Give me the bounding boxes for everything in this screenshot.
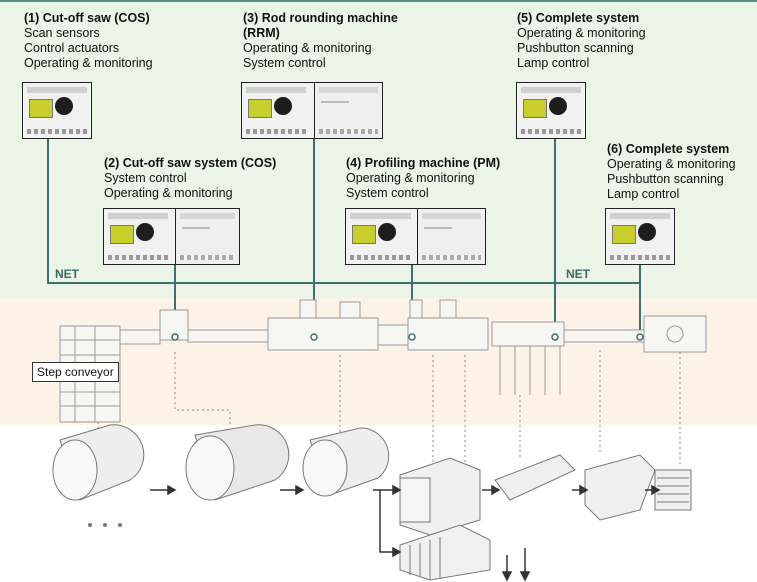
rrm3-line-1: Operating & monitoring — [243, 41, 372, 55]
top-border — [0, 0, 757, 2]
expansion-module — [417, 209, 485, 264]
complete6-title: (6) Complete system — [607, 142, 730, 156]
splitter-unit — [491, 321, 565, 347]
dial-icon — [549, 97, 567, 115]
label-rod-rounding-machine-3: (3) Rod rounding machine (RRM) Operating… — [243, 11, 398, 71]
split-profiles — [399, 524, 491, 581]
label-complete-system-6: (6) Complete system Operating & monitori… — [607, 142, 736, 202]
controller-device-1 — [22, 82, 92, 139]
net-line-main — [47, 139, 641, 284]
net-label-left: NET — [55, 267, 79, 281]
profile-piece — [584, 454, 656, 521]
controller-device-2 — [103, 208, 240, 265]
cos1-line-3: Operating & monitoring — [24, 56, 153, 70]
cos1-title: (1) Cut-off saw (COS) — [24, 11, 150, 25]
complete6-line-3: Lamp control — [607, 187, 680, 201]
expansion-module — [175, 209, 239, 264]
flow-arrows — [150, 484, 661, 582]
label-cut-off-saw-1: (1) Cut-off saw (COS) Scan sensors Contr… — [24, 11, 153, 71]
lcd-display — [523, 99, 547, 118]
cos1-line-1: Scan sensors — [24, 26, 100, 40]
controller-device-3 — [241, 82, 383, 139]
dial-icon — [638, 223, 656, 241]
expansion-module — [314, 83, 382, 138]
guide-lines — [97, 350, 681, 470]
dial-icon — [378, 223, 396, 241]
lcd-display — [110, 225, 134, 244]
complete6-line-1: Operating & monitoring — [607, 157, 736, 171]
cos2-title: (2) Cut-off saw system (COS) — [104, 156, 277, 170]
rrm3-line-2: System control — [243, 56, 326, 70]
workpieces — [52, 424, 692, 581]
lcd-display — [29, 99, 53, 118]
label-cut-off-saw-system-2: (2) Cut-off saw system (COS) System cont… — [104, 156, 276, 201]
complete5-line-3: Lamp control — [517, 56, 590, 70]
pm4-title: (4) Profiling machine (PM) — [346, 156, 501, 170]
machine-line — [59, 299, 707, 423]
dial-icon — [55, 97, 73, 115]
controller-device-5 — [516, 82, 586, 139]
cos2-line-2: Operating & monitoring — [104, 186, 233, 200]
dial-icon — [274, 97, 292, 115]
lcd-display — [612, 225, 636, 244]
conveyor-wheels — [88, 523, 122, 527]
net-label-right: NET — [566, 267, 590, 281]
complete5-line-1: Operating & monitoring — [517, 26, 646, 40]
rod-rounding-unit — [267, 317, 379, 351]
label-profiling-machine-4: (4) Profiling machine (PM) Operating & m… — [346, 156, 500, 201]
complete5-title: (5) Complete system — [517, 11, 640, 25]
controller-device-6 — [605, 208, 675, 265]
pm4-line-2: System control — [346, 186, 429, 200]
lcd-display — [352, 225, 376, 244]
board-1 — [494, 454, 576, 501]
pm4-line-1: Operating & monitoring — [346, 171, 475, 185]
cos2-line-1: System control — [104, 171, 187, 185]
complete5-line-2: Pushbutton scanning — [517, 41, 634, 55]
cos1-line-2: Control actuators — [24, 41, 120, 55]
rrm3-title: (3) Rod rounding machine — [243, 11, 398, 25]
controller-device-4 — [345, 208, 486, 265]
dial-icon — [136, 223, 154, 241]
stacked-boards — [654, 469, 692, 511]
step-conveyor-label: Step conveyor — [32, 362, 119, 382]
profiling-unit — [407, 317, 489, 351]
complete6-line-2: Pushbutton scanning — [607, 172, 724, 186]
label-complete-system-5: (5) Complete system Operating & monitori… — [517, 11, 646, 71]
rrm3-title-2: (RRM) — [243, 26, 280, 40]
lcd-display — [248, 99, 272, 118]
end-unit — [643, 315, 707, 353]
